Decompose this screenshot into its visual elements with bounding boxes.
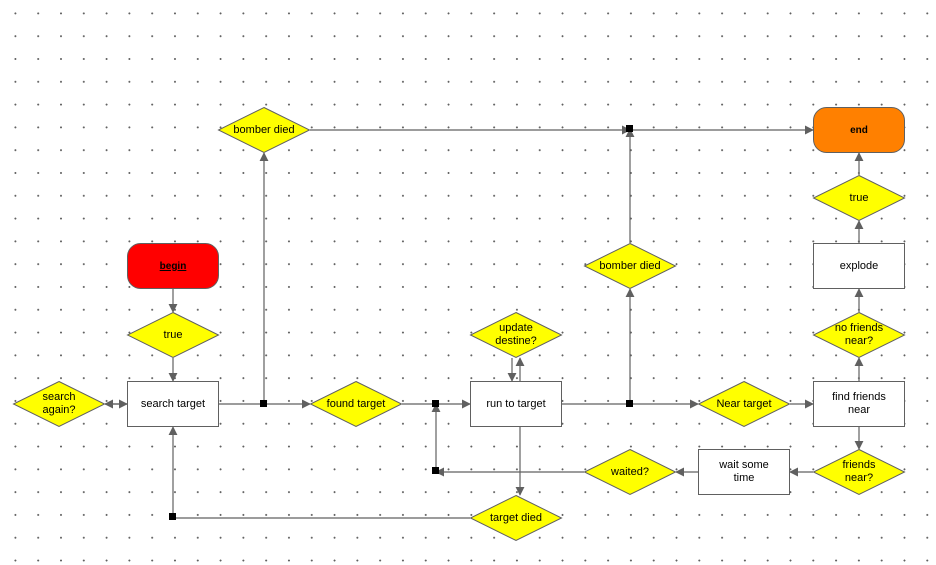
waited-decision[interactable]: waited? bbox=[583, 448, 677, 496]
search-again-label: search again? bbox=[42, 391, 76, 416]
end-label: end bbox=[850, 124, 868, 136]
true-label-2: true bbox=[849, 191, 869, 204]
true-decision-1[interactable]: true bbox=[126, 311, 220, 359]
friends-near-decision[interactable]: friends near? bbox=[812, 448, 906, 496]
bomber-died-label-1: bomber died bbox=[233, 123, 295, 136]
target-died-decision[interactable]: target died bbox=[469, 494, 563, 542]
begin-terminal[interactable]: begin bbox=[127, 243, 219, 289]
true-label-1: true bbox=[163, 328, 183, 341]
search-target-box[interactable]: search target bbox=[127, 381, 219, 427]
bomber-died-label-2: bomber died bbox=[599, 259, 661, 272]
junction-run-out bbox=[626, 400, 633, 407]
friends-near-label: friends near? bbox=[842, 459, 876, 484]
run-to-target-label: run to target bbox=[486, 397, 546, 410]
true-decision-2[interactable]: true bbox=[812, 174, 906, 222]
update-destine-label: update destine? bbox=[495, 322, 537, 347]
found-target-decision[interactable]: found target bbox=[309, 380, 403, 428]
update-destine-decision[interactable]: update destine? bbox=[469, 311, 563, 359]
junction-waited-loop bbox=[432, 467, 439, 474]
bomber-died-decision-1[interactable]: bomber died bbox=[217, 106, 311, 154]
waited-label: waited? bbox=[611, 465, 649, 478]
junction-search-out bbox=[260, 400, 267, 407]
wait-some-time-box[interactable]: wait some time bbox=[698, 449, 790, 495]
find-friends-near-label: find friends near bbox=[832, 391, 886, 416]
explode-box[interactable]: explode bbox=[813, 243, 905, 289]
junction-found-out bbox=[432, 400, 439, 407]
target-died-label: target died bbox=[490, 511, 542, 524]
near-target-decision[interactable]: Near target bbox=[697, 380, 791, 428]
bomber-died-decision-2[interactable]: bomber died bbox=[583, 242, 677, 290]
no-friends-near-decision[interactable]: no friends near? bbox=[812, 311, 906, 359]
find-friends-near-box[interactable]: find friends near bbox=[813, 381, 905, 427]
run-to-target-box[interactable]: run to target bbox=[470, 381, 562, 427]
junction-bomber-merge bbox=[626, 125, 633, 132]
no-friends-near-label: no friends near? bbox=[834, 322, 884, 347]
near-target-label: Near target bbox=[716, 397, 772, 410]
end-terminal[interactable]: end bbox=[813, 107, 905, 153]
explode-label: explode bbox=[839, 259, 879, 272]
wait-some-time-label: wait some time bbox=[719, 459, 769, 484]
found-target-label: found target bbox=[326, 397, 386, 410]
junction-target-died-loop bbox=[169, 513, 176, 520]
search-again-decision[interactable]: search again? bbox=[12, 380, 106, 428]
search-target-label: search target bbox=[140, 397, 206, 410]
begin-label: begin bbox=[159, 260, 187, 272]
